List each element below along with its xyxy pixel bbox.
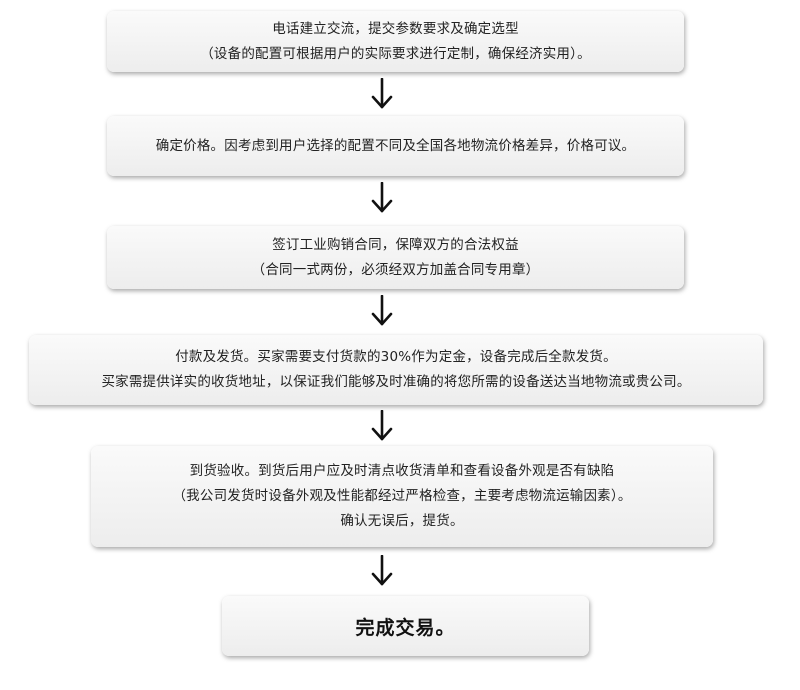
step-6-line-1: 完成交易。 — [355, 616, 456, 639]
step-4-line-1: 付款及发货。买家需要支付货款的30%作为定金，设备完成后全款发货。 — [175, 349, 617, 365]
step-1-line-1: 电话建立交流，提交参数要求及确定选型 — [272, 20, 519, 37]
step-4-box: 付款及发货。买家需要支付货款的30%作为定金，设备完成后全款发货。 买家需提供详… — [29, 335, 763, 405]
step-3-box: 签订工业购销合同，保障双方的合法权益 （合同一式两份，必须经双方加盖合同专用章） — [107, 226, 684, 289]
step-3-line-1: 签订工业购销合同，保障双方的合法权益 — [272, 236, 519, 253]
step-5-box: 到货验收。到货后用户应及时清点收货清单和查看设备外观是否有缺陷 （我公司发货时设… — [91, 446, 713, 547]
step-5-line-1: 到货验收。到货后用户应及时清点收货清单和查看设备外观是否有缺陷 — [189, 463, 615, 479]
step-1-line-2: （设备的配置可根据用户的实际要求进行定制，确保经济实用）。 — [200, 45, 591, 62]
down-arrow-icon — [370, 295, 394, 327]
step-1-box: 电话建立交流，提交参数要求及确定选型 （设备的配置可根据用户的实际要求进行定制，… — [107, 11, 684, 72]
step-2-box: 确定价格。因考虑到用户选择的配置不同及全国各地物流价格差异，价格可议。 — [107, 116, 684, 176]
step-5-line-2: （我公司发货时设备外观及性能都经过严格检查，主要考虑物流运输因素）。 — [172, 488, 632, 504]
step-5-line-3: 确认无误后，提货。 — [340, 513, 464, 529]
step-3-line-2: （合同一式两份，必须经双方加盖合同专用章） — [251, 261, 540, 278]
down-arrow-icon — [370, 182, 394, 214]
step-6-box: 完成交易。 — [222, 596, 589, 656]
step-2-line-1: 确定价格。因考虑到用户选择的配置不同及全国各地物流价格差异，价格可议。 — [155, 137, 636, 154]
step-4-line-2: 买家需提供详实的收货地址，以保证我们能够及时准确的将您所需的设备送达当地物流或贵… — [101, 374, 691, 390]
down-arrow-icon — [370, 78, 394, 110]
down-arrow-icon — [370, 410, 394, 442]
down-arrow-icon — [370, 555, 394, 587]
